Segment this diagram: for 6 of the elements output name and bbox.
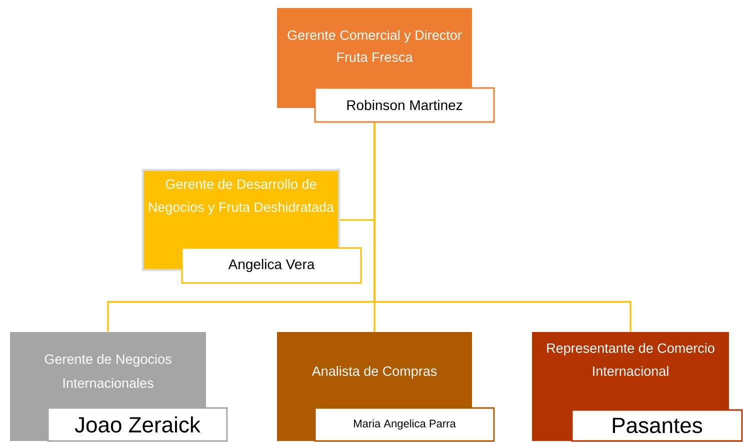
name-box: Pasantes [571,409,743,442]
name-box: Robinson Martinez [314,87,495,123]
connector-line [374,122,632,332]
name-box: Angelica Vera [181,247,362,284]
name-box: Maria Angelica Parra [314,407,495,442]
name-box: Joao Zeraick [47,407,228,442]
